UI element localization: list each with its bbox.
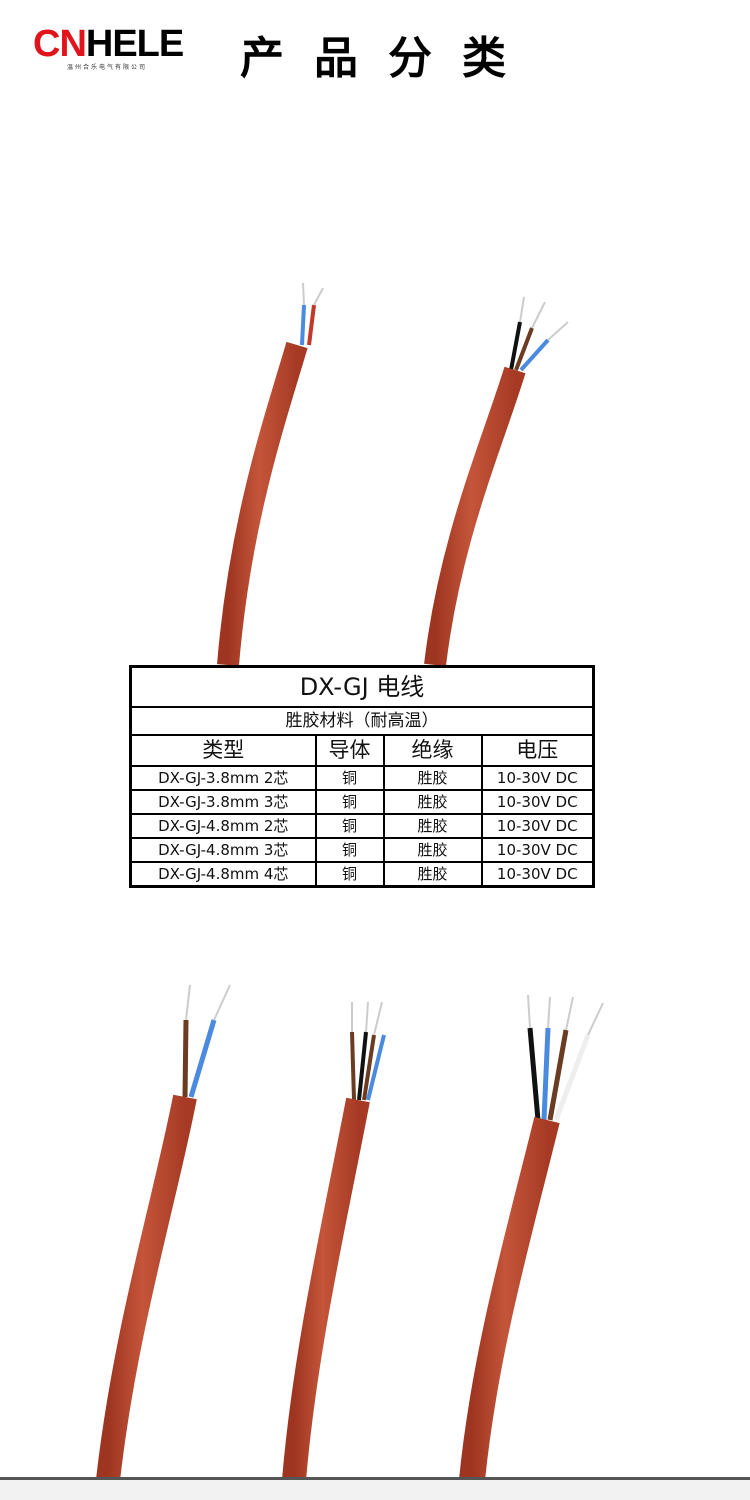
logo-black-text: HELE bbox=[85, 23, 184, 65]
cell-voltage: 10-30V DC bbox=[480, 813, 595, 839]
cell-type: DX-GJ-4.8mm 3芯 bbox=[129, 837, 317, 863]
cable-3-core-top bbox=[424, 296, 569, 667]
cable-4-core-bottom-right bbox=[459, 994, 604, 1482]
column-header-type: 类型 bbox=[129, 734, 317, 767]
column-header-conductor: 导体 bbox=[314, 734, 385, 767]
table-subtitle: 胜胶材料（耐高温） bbox=[129, 706, 595, 736]
cell-conductor: 铜 bbox=[314, 813, 385, 839]
cable-2-core-top bbox=[217, 282, 324, 666]
cell-conductor: 铜 bbox=[314, 765, 385, 791]
bottom-divider bbox=[0, 1477, 750, 1480]
table-row: DX-GJ-3.8mm 3芯 铜 胜胶 10-30V DC bbox=[129, 789, 595, 815]
cell-voltage: 10-30V DC bbox=[480, 789, 595, 815]
cable-2-core-bottom bbox=[96, 984, 231, 1482]
table-row: DX-GJ-4.8mm 2芯 铜 胜胶 10-30V DC bbox=[129, 813, 595, 839]
cell-insulation: 胜胶 bbox=[382, 837, 483, 863]
logo-subtitle: 温州合乐电气有限公司 bbox=[67, 64, 148, 71]
cell-type: DX-GJ-4.8mm 4芯 bbox=[129, 861, 317, 888]
cable-4-core-bottom-mid bbox=[282, 1001, 386, 1482]
spec-table: DX-GJ 电线 胜胶材料（耐高温） 类型 导体 绝缘 电压 DX-GJ-3.8… bbox=[129, 665, 595, 888]
column-header-insulation: 绝缘 bbox=[382, 734, 483, 767]
cell-conductor: 铜 bbox=[314, 861, 385, 888]
bottom-band bbox=[0, 1480, 750, 1500]
cell-type: DX-GJ-4.8mm 2芯 bbox=[129, 813, 317, 839]
cell-type: DX-GJ-3.8mm 2芯 bbox=[129, 765, 317, 791]
cnhele-logo: CNHELE 温州合乐电气有限公司 bbox=[33, 23, 213, 74]
table-row: DX-GJ-4.8mm 3芯 铜 胜胶 10-30V DC bbox=[129, 837, 595, 863]
cell-insulation: 胜胶 bbox=[382, 765, 483, 791]
cell-conductor: 铜 bbox=[314, 789, 385, 815]
table-row: DX-GJ-3.8mm 2芯 铜 胜胶 10-30V DC bbox=[129, 765, 595, 791]
cell-type: DX-GJ-3.8mm 3芯 bbox=[129, 789, 317, 815]
cell-conductor: 铜 bbox=[314, 837, 385, 863]
page-title: 产品分类 bbox=[240, 33, 536, 84]
cell-voltage: 10-30V DC bbox=[480, 765, 595, 791]
table-title: DX-GJ 电线 bbox=[129, 665, 595, 708]
cell-insulation: 胜胶 bbox=[382, 813, 483, 839]
cell-insulation: 胜胶 bbox=[382, 861, 483, 888]
table-row: DX-GJ-4.8mm 4芯 铜 胜胶 10-30V DC bbox=[129, 861, 595, 888]
logo-red-text: CN bbox=[33, 23, 87, 65]
cell-voltage: 10-30V DC bbox=[480, 861, 595, 888]
cell-insulation: 胜胶 bbox=[382, 789, 483, 815]
cell-voltage: 10-30V DC bbox=[480, 837, 595, 863]
column-header-voltage: 电压 bbox=[480, 734, 595, 767]
